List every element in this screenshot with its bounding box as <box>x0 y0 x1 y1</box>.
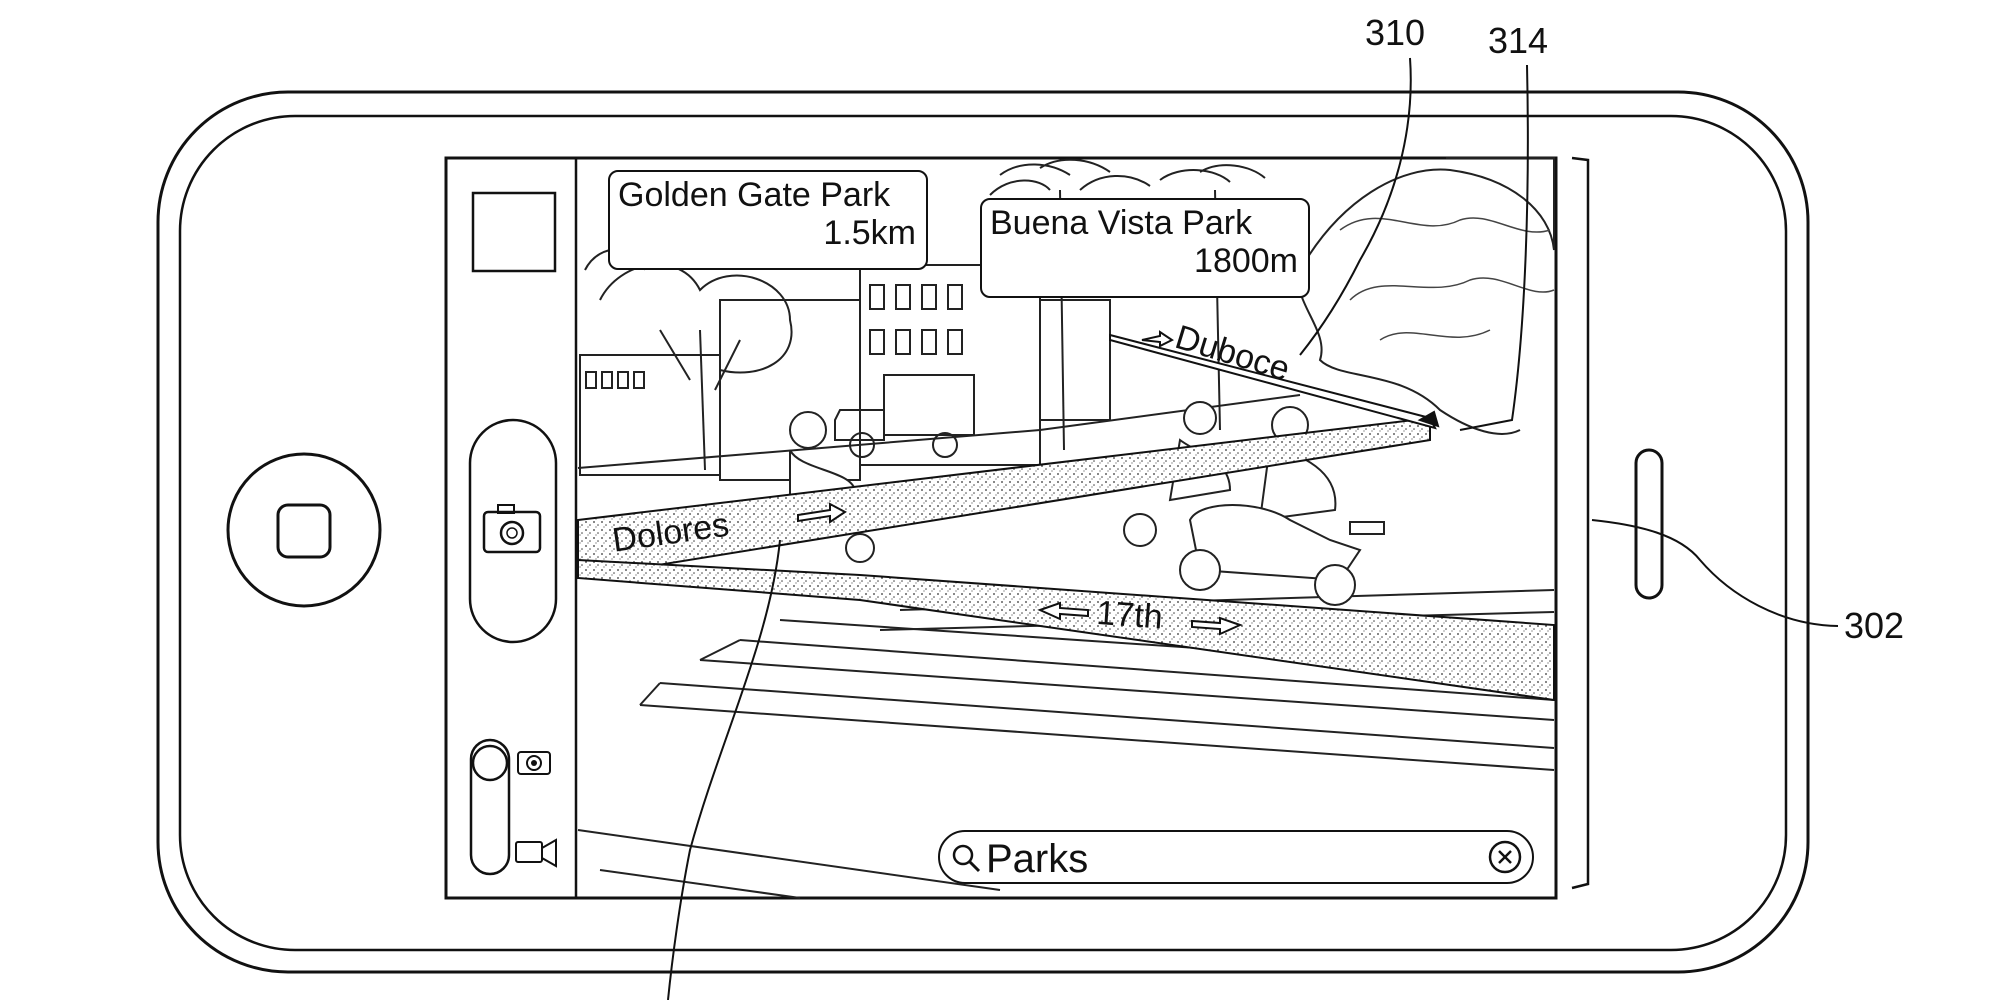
clear-circle-x-icon[interactable] <box>1488 840 1522 874</box>
buildings <box>579 264 1111 481</box>
truck <box>834 374 975 458</box>
search-field[interactable]: Parks <box>938 830 1534 884</box>
poi-callout-buena-vista-park[interactable]: Buena Vista Park 1800m <box>980 198 1310 298</box>
device-outer-shell <box>156 90 1810 974</box>
reference-numeral-310: 310 <box>1365 12 1426 53</box>
poi-name: Buena Vista Park <box>990 204 1253 242</box>
reference-numeral-314: 314 <box>1488 20 1549 61</box>
direction-arrows <box>797 330 1440 636</box>
hill-outline <box>1297 157 1555 435</box>
17th-street-overlay <box>577 558 1555 702</box>
shutter-button-track <box>468 418 558 644</box>
reference-numeral-302: 302 <box>1844 605 1905 646</box>
search-query: Parks <box>986 837 1089 881</box>
duboce-street-overlay <box>1109 333 1437 430</box>
home-button[interactable] <box>226 452 382 608</box>
thumbnail-preview[interactable] <box>471 191 557 273</box>
street-label-17th: 17th <box>1095 594 1165 637</box>
mode-toggle[interactable] <box>469 738 511 876</box>
poi-callout-golden-gate-park[interactable]: Golden Gate Park 1.5km <box>608 170 928 270</box>
poi-distance: 1800m <box>1194 242 1298 280</box>
poi-distance: 1.5km <box>823 214 916 252</box>
display-screen <box>444 156 1558 900</box>
camera-icon[interactable] <box>482 504 542 554</box>
search-icon <box>952 844 981 873</box>
device-inner-bezel <box>178 114 1788 952</box>
trees <box>584 248 793 471</box>
photo-mode-icon <box>517 751 551 775</box>
screen-bracket <box>1571 156 1590 890</box>
leader-lines <box>667 57 1839 1000</box>
poi-name: Golden Gate Park <box>618 176 891 214</box>
speaker-slot <box>1634 448 1664 600</box>
dolores-street-overlay <box>577 416 1431 580</box>
video-camera-icon <box>515 838 557 868</box>
